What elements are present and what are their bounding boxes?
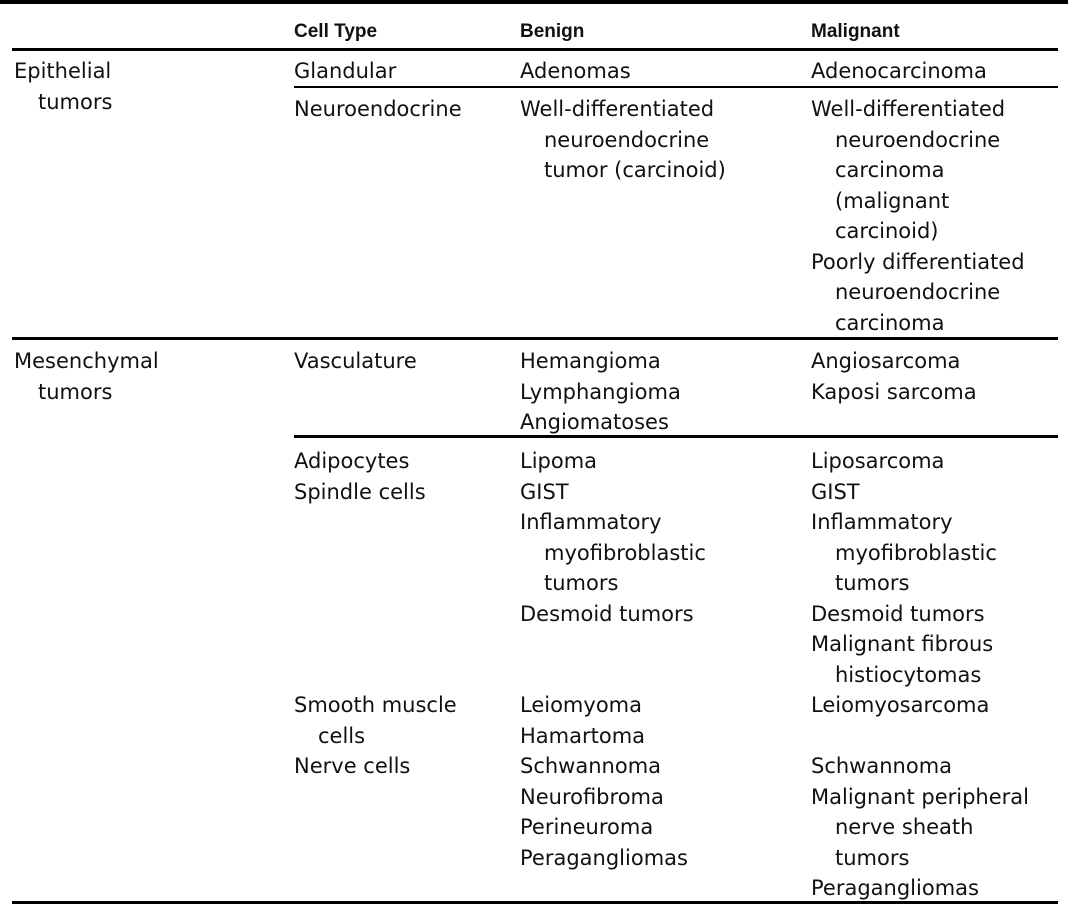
glandular-malignant-cell: Adenocarcinoma: [811, 56, 987, 87]
cell-line: Schwannoma: [811, 754, 953, 778]
cell-line: Perineuroma: [520, 815, 654, 839]
cell-line: Nerve cells: [294, 754, 411, 778]
cell-line: Spindle cells: [294, 479, 426, 504]
group-mesenchymal-label: Mesenchymal tumors: [14, 346, 159, 407]
cell-line: [520, 629, 706, 660]
cell-line: Hamartoma: [520, 723, 646, 748]
cell-line: carcinoma: [835, 158, 945, 182]
cell-line: Neurofibroma: [520, 784, 664, 809]
cell-line: Lipoma: [520, 449, 598, 473]
cell-line: GIST: [520, 479, 569, 504]
cell-line: (malignant: [835, 188, 950, 213]
header-malignant: Malignant: [811, 21, 900, 42]
group-label-line: tumors: [38, 379, 113, 404]
cell-line: Poorly differentiated: [811, 249, 1025, 274]
header-rule: [12, 48, 1058, 51]
cell-line: Adenomas: [520, 59, 631, 83]
cell-line: Lymphangioma: [520, 379, 681, 404]
cell-line: Schwannoma: [520, 754, 662, 778]
cell-line: Angiomatoses: [520, 410, 669, 434]
cell-line: Peragangliomas: [520, 845, 688, 870]
cell-line: [294, 629, 457, 660]
header-benign: Benign: [520, 21, 585, 42]
cell-line: Hemangioma: [520, 349, 661, 373]
cell-line: [294, 507, 457, 538]
cell-line: histiocytomas: [835, 662, 982, 687]
cell-line: neuroendocrine: [835, 127, 1001, 152]
cell-line: Adipocytes: [294, 449, 410, 473]
group-epithelial-label: Epithelial tumors: [14, 56, 112, 117]
cell-line: myofibroblastic: [835, 540, 997, 565]
cell-line: tumors: [835, 845, 910, 870]
cell-line: tumor (carcinoid): [544, 158, 726, 182]
cell-line: tumors: [544, 571, 619, 595]
cell-line: Peragangliomas: [811, 876, 979, 900]
cell-line: Adenocarcinoma: [811, 59, 987, 83]
glandular-cell-type-cell: Glandular: [294, 56, 396, 87]
cell-line: [294, 538, 457, 569]
cell-line: neuroendocrine: [835, 280, 1001, 304]
neuroendocrine-malignant-cell: Well-differentiated neuroendocrine carcino…: [811, 94, 1025, 338]
cell-line: [811, 721, 1029, 752]
group-label-line: Epithelial: [14, 59, 112, 83]
cell-line: Inflammatory: [520, 510, 662, 534]
vasculature-rule: [294, 435, 1058, 438]
cell-line: Malignant fibrous: [811, 632, 994, 656]
mesenchymal-rule: [12, 337, 1058, 340]
cell-line: myofibroblastic: [544, 540, 706, 565]
top-rule: [0, 0, 1068, 4]
cell-line: Leiomyosarcoma: [811, 693, 990, 717]
cell-line: neuroendocrine: [544, 127, 710, 152]
glandular-rule: [294, 86, 1058, 88]
cell-line: Neuroendocrine: [294, 97, 462, 121]
cell-line: [294, 660, 457, 691]
cell-line: Malignant peripheral: [811, 784, 1029, 809]
glandular-benign-cell: Adenomas: [520, 56, 631, 87]
cell-line: [294, 568, 457, 599]
cell-line: Smooth muscle: [294, 693, 457, 717]
neuroendocrine-benign-cell: Well-differentiated neuroendocrine tumor (…: [520, 94, 726, 186]
cell-line: tumors: [835, 571, 910, 595]
cell-line: Inflammatory: [811, 510, 953, 534]
cell-line: [294, 599, 457, 630]
cell-line: Desmoid tumors: [520, 601, 694, 626]
neuroendocrine-cell-type-cell: Neuroendocrine: [294, 94, 462, 125]
cell-line: carcinoid): [835, 219, 939, 243]
cell-line: Vasculature: [294, 349, 417, 373]
cell-line: Glandular: [294, 59, 397, 83]
cell-line: Leiomyoma: [520, 693, 642, 717]
group-label-line: tumors: [38, 89, 113, 114]
group-label-line: Mesenchymal: [14, 349, 159, 373]
cell-line: Angiosarcoma: [811, 349, 961, 373]
vasculature-cell-type-cell: Vasculature: [294, 346, 417, 377]
cell-line: GIST: [811, 479, 860, 504]
cell-line: Liposarcoma: [811, 449, 945, 473]
cell-line: Well-differentiated: [520, 97, 715, 121]
cell-line: Desmoid tumors: [811, 601, 985, 626]
cell-line: [520, 660, 706, 691]
cell-line: carcinoma: [835, 310, 945, 335]
cell-line: nerve sheath: [835, 815, 974, 839]
bottom-rule: [12, 901, 1058, 904]
header-cell-type: Cell Type: [294, 21, 378, 42]
cell-line: cells: [318, 723, 366, 748]
cell-line: Kaposi sarcoma: [811, 379, 977, 404]
cell-line: Well-differentiated: [811, 97, 1006, 121]
